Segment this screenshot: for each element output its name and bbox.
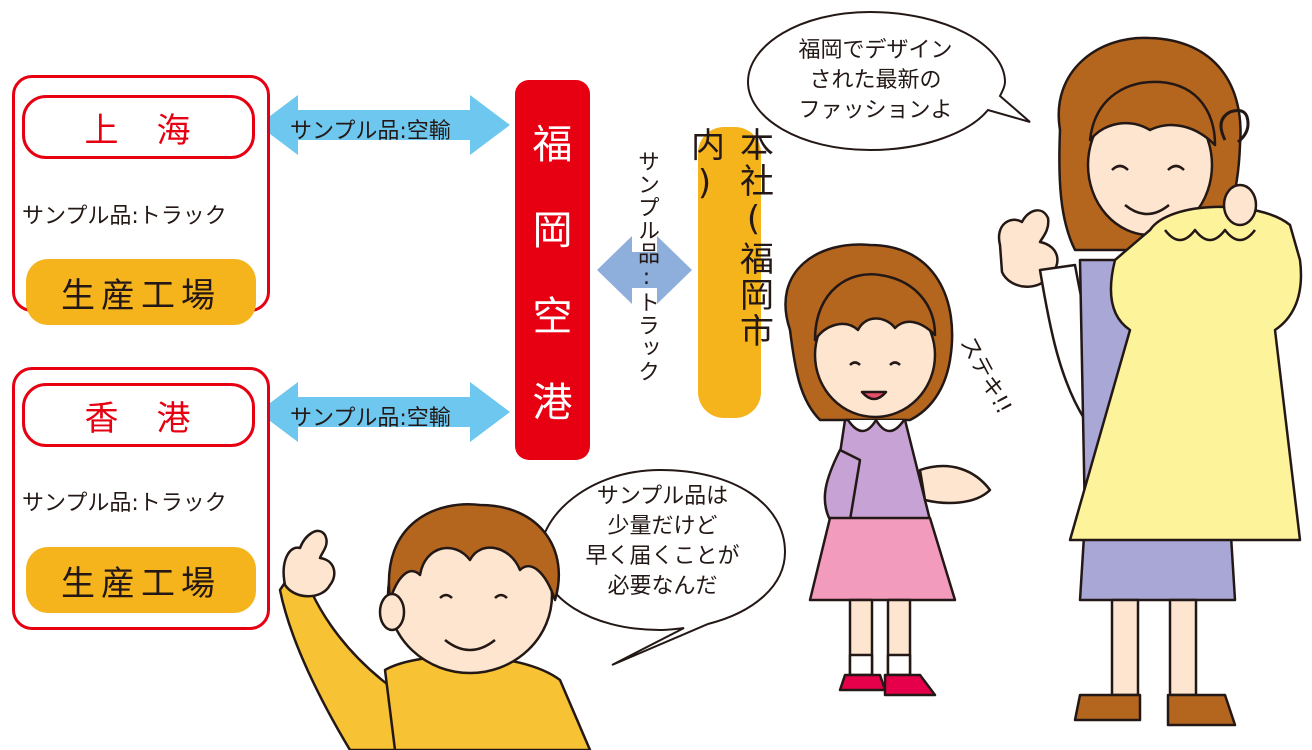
speech-woman-line-1: 福岡でデザイン bbox=[798, 38, 953, 63]
factory-hongkong: 生産工場 bbox=[26, 547, 256, 613]
head-office-label: 本社(福岡市内) bbox=[684, 127, 774, 349]
speech-woman-line-2: された最新の bbox=[809, 68, 942, 93]
speech-text-woman: 福岡でデザイン された最新の ファッションよ bbox=[768, 36, 983, 126]
factory-shanghai: 生産工場 bbox=[26, 259, 256, 325]
truck-label-airport-hq: サンプル品:トラック bbox=[634, 150, 659, 383]
city-hongkong: 香 港 bbox=[22, 383, 255, 447]
boy-illustration bbox=[278, 503, 592, 750]
truck-label-hongkong: サンプル品:トラック bbox=[22, 491, 227, 516]
air-label-shanghai: サンプル品:空輸 bbox=[290, 119, 451, 144]
airport-char-2: 岡 bbox=[532, 208, 573, 254]
speech-woman-line-3: ファッションよ bbox=[798, 98, 953, 123]
air-arrow-hongkong bbox=[258, 382, 510, 442]
speech-text-boy: サンプル品は 少量だけど 早く届くことが 必要なんだ bbox=[555, 482, 770, 602]
air-label-hongkong: サンプル品:空輸 bbox=[290, 406, 451, 431]
speech-boy-line-2: 少量だけど bbox=[607, 514, 718, 539]
factory-shanghai-label: 生産工場 bbox=[61, 275, 221, 316]
factory-hongkong-label: 生産工場 bbox=[61, 563, 221, 604]
woman-illustration bbox=[997, 36, 1303, 727]
truck-label-shanghai: サンプル品:トラック bbox=[22, 204, 227, 229]
city-shanghai: 上 海 bbox=[22, 95, 255, 159]
airport-char-4: 港 bbox=[532, 380, 573, 426]
airport-char-3: 空 bbox=[532, 294, 573, 340]
speech-boy-line-1: サンプル品は bbox=[596, 484, 729, 509]
air-arrow-shanghai bbox=[258, 95, 510, 155]
girl-illustration bbox=[784, 243, 992, 697]
speech-boy-line-4: 必要なんだ bbox=[607, 574, 718, 599]
airport-char-1: 福 bbox=[532, 122, 573, 168]
head-office: 本社(福岡市内) bbox=[685, 127, 774, 418]
speech-bubble-woman bbox=[746, 10, 1031, 152]
city-hongkong-label: 香 港 bbox=[84, 398, 193, 439]
city-shanghai-label: 上 海 bbox=[84, 110, 193, 151]
fukuoka-airport: 福 岡 空 港 bbox=[515, 80, 590, 460]
truck-arrow-airport-hq bbox=[597, 236, 692, 304]
speech-boy-line-3: 早く届くことが bbox=[585, 544, 740, 569]
